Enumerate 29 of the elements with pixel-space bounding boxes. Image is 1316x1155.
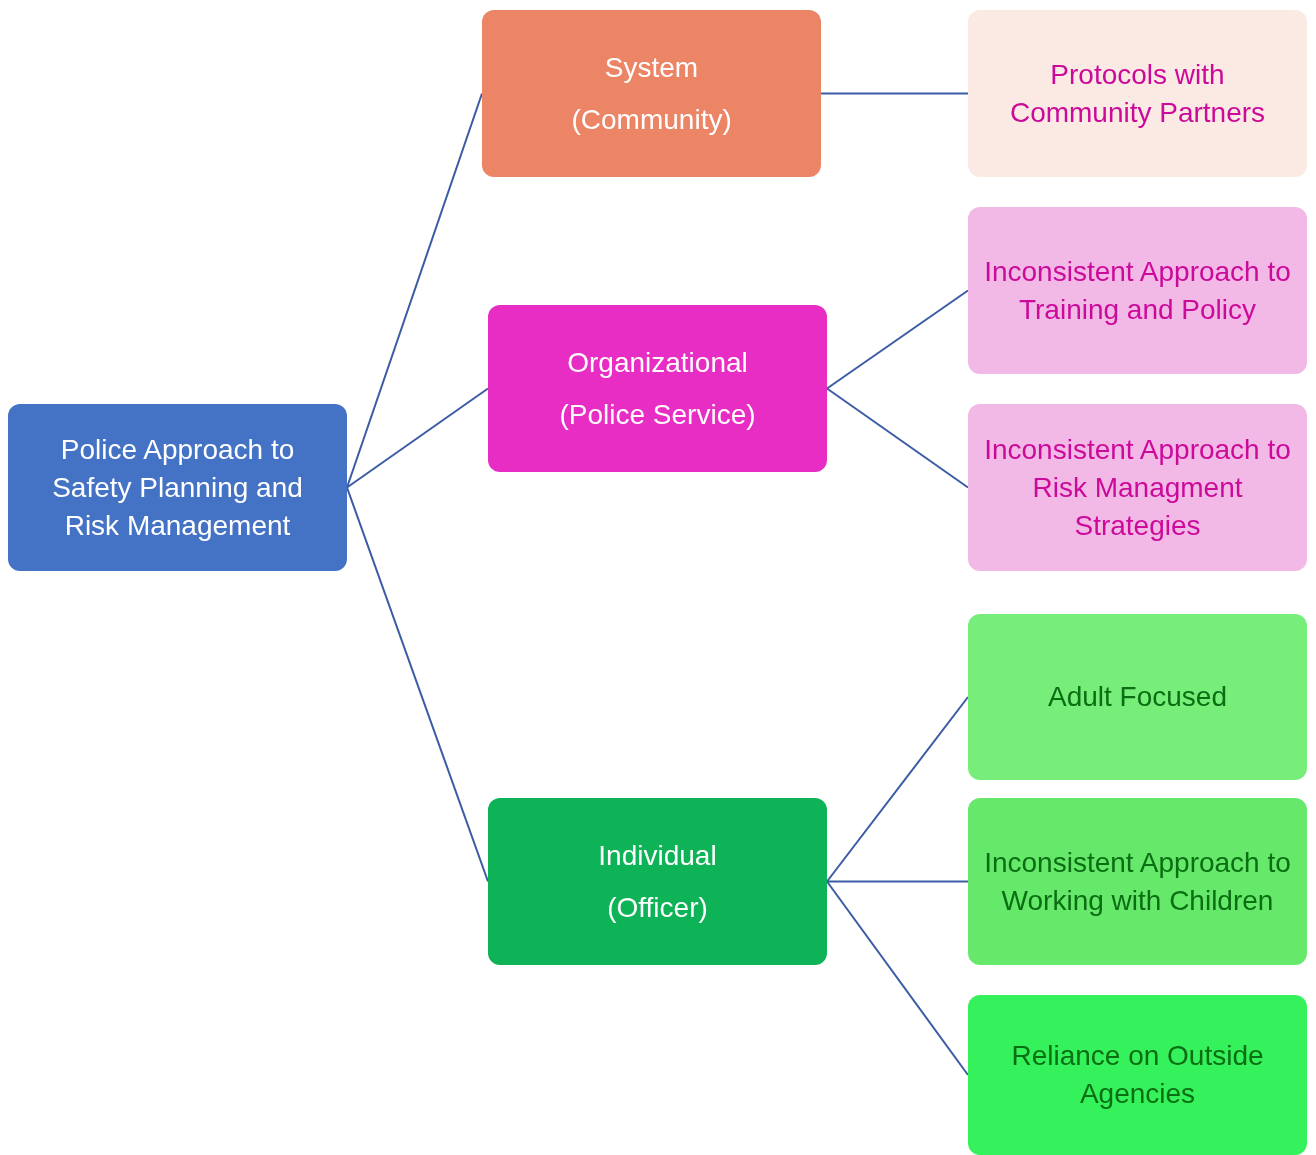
connector-line (826, 289, 969, 390)
connector-line (346, 486, 489, 883)
category-box (488, 305, 827, 472)
node-label: Adult Focused (1048, 680, 1227, 714)
category-box (968, 404, 1307, 571)
category-box (968, 207, 1307, 374)
node-label: Inconsistent Approach to Risk Managment Strategies (983, 432, 1292, 543)
connector-line (826, 880, 969, 883)
connector-line (346, 387, 489, 489)
node-label: Inconsistent Approach to Training and Policy (983, 254, 1292, 327)
category-box (968, 798, 1307, 965)
category-box (968, 10, 1307, 177)
connector-line (826, 696, 969, 883)
node-label: Inconsistent Approach to Working with Children (983, 845, 1292, 918)
node-label: Police Approach to Safety Planning and Risk Management (51, 432, 304, 543)
category-box (968, 995, 1307, 1155)
connector-line (826, 880, 969, 1076)
connector-line (346, 92, 483, 489)
connector-line (826, 387, 969, 489)
node-label: Protocols with Community Partners (1008, 57, 1267, 130)
node-label: Individual (Officer) (597, 838, 718, 925)
category-box (8, 404, 347, 571)
node-label: Reliance on Outside Agencies (1010, 1039, 1265, 1111)
node-label: System (Community) (571, 50, 732, 137)
category-box (968, 614, 1307, 780)
node-label: Organizational (Police Service) (558, 345, 757, 432)
category-box (488, 798, 827, 965)
category-box (482, 10, 821, 177)
connector-line (820, 92, 969, 95)
